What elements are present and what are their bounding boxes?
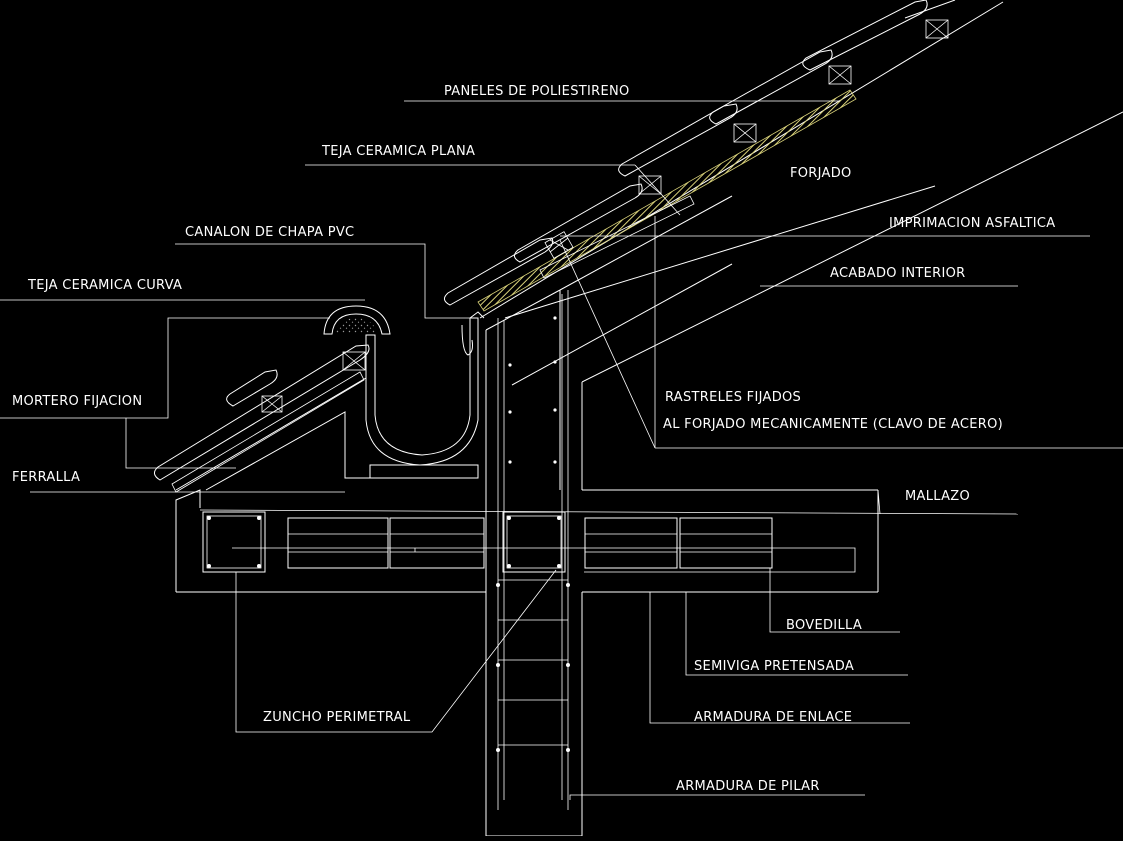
label-canalon: CANALON DE CHAPA PVC xyxy=(185,225,354,240)
label-teja-plana: TEJA CERAMICA PLANA xyxy=(321,144,475,159)
battens-upper xyxy=(544,19,949,259)
roof-slab xyxy=(479,1,1123,386)
label-rastreles-2: AL FORJADO MECANICAMENTE (CLAVO DE ACERO… xyxy=(663,417,1003,432)
leader-lines xyxy=(0,100,1123,800)
label-imprimacion: IMPRIMACION ASFALTICA xyxy=(889,216,1055,231)
label-forjado: FORJADO xyxy=(790,166,852,181)
pvc-gutter xyxy=(365,311,485,479)
label-paneles: PANELES DE POLIESTIRENO xyxy=(444,84,630,99)
label-mortero: MORTERO FIJACION xyxy=(12,394,142,409)
label-armadura-pilar: ARMADURA DE PILAR xyxy=(676,779,820,794)
label-ferralla: FERRALLA xyxy=(12,470,80,485)
annotations: PANELES DE POLIESTIRENO TEJA CERAMICA PL… xyxy=(12,84,1055,794)
eave-lower-slope xyxy=(154,344,370,493)
concrete-structure xyxy=(175,289,1019,837)
label-mallazo: MALLAZO xyxy=(905,489,970,504)
label-acabado: ACABADO INTERIOR xyxy=(830,266,965,281)
label-teja-curva: TEJA CERAMICA CURVA xyxy=(27,278,182,293)
label-zuncho: ZUNCHO PERIMETRAL xyxy=(263,710,411,725)
label-bovedilla: BOVEDILLA xyxy=(786,618,862,633)
label-rastreles-1: RASTRELES FIJADOS xyxy=(665,390,801,405)
label-semiviga: SEMIVIGA PRETENSADA xyxy=(694,659,854,674)
curved-tile xyxy=(323,305,391,335)
flat-tiles xyxy=(444,0,956,306)
label-armadura-enlace: ARMADURA DE ENLACE xyxy=(694,710,852,725)
